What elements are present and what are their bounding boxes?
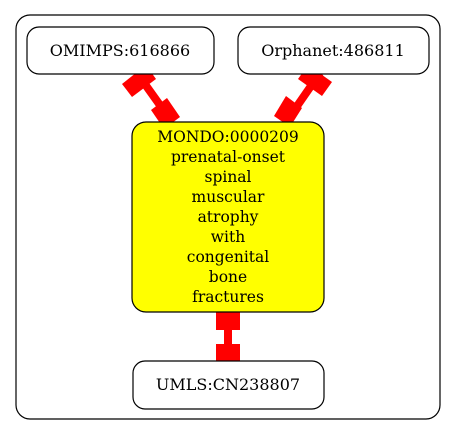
node-mondo[interactable]: MONDO:0000209 prenatal-onset spinal musc… xyxy=(131,121,325,313)
node-mondo-name-line: with xyxy=(211,228,245,246)
node-mondo-name-line: prenatal-onset xyxy=(171,148,286,166)
node-orphanet[interactable]: Orphanet:486811 xyxy=(237,26,430,75)
node-umls[interactable]: UMLS:CN238807 xyxy=(132,360,325,410)
node-orphanet-label: Orphanet:486811 xyxy=(261,41,405,60)
node-mondo-name-line: atrophy xyxy=(198,208,259,226)
node-omimps-label: OMIMPS:616866 xyxy=(50,41,190,60)
node-mondo-name-line: muscular xyxy=(192,188,265,206)
node-umls-label: UMLS:CN238807 xyxy=(156,375,300,394)
node-mondo-name-line: fractures xyxy=(192,288,264,306)
node-omimps[interactable]: OMIMPS:616866 xyxy=(26,26,215,75)
node-mondo-name-line: bone xyxy=(209,268,247,286)
node-mondo-name-line: spinal xyxy=(204,168,251,186)
node-mondo-id: MONDO:0000209 xyxy=(157,128,299,146)
node-mondo-name-line: congenital xyxy=(187,248,270,266)
